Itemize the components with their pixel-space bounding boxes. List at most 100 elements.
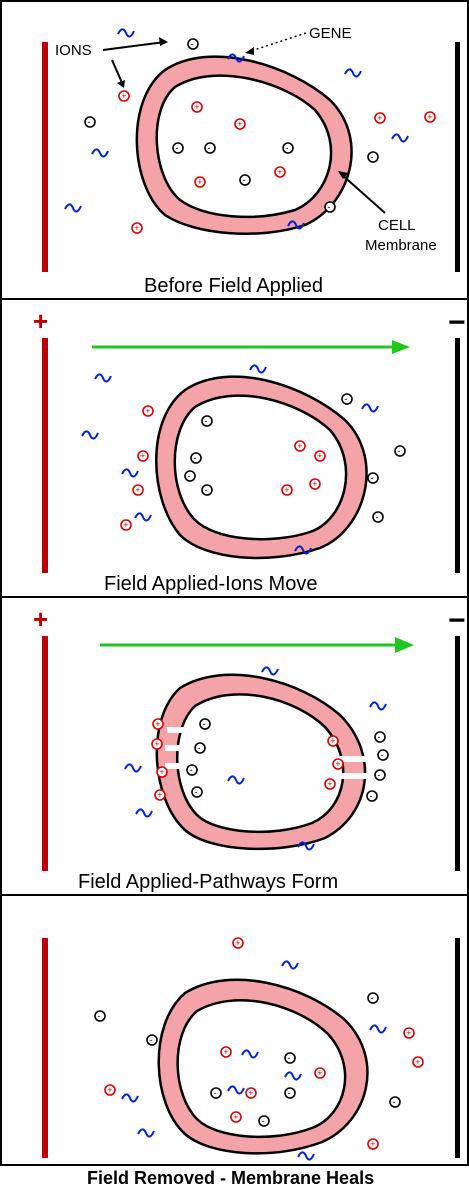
membrane-pore bbox=[340, 756, 372, 762]
gene-icon bbox=[344, 68, 362, 78]
cell bbox=[157, 978, 369, 1155]
membrane-label: Membrane bbox=[365, 237, 437, 254]
right-electrode bbox=[455, 938, 460, 1158]
negative-ion bbox=[191, 786, 203, 799]
gene-icon bbox=[117, 28, 135, 38]
right-electrode bbox=[455, 42, 460, 272]
membrane-pore bbox=[165, 763, 197, 769]
ions-pointer-2 bbox=[111, 59, 124, 86]
right-electrode bbox=[455, 338, 460, 573]
gene-icon bbox=[94, 373, 112, 383]
gene-icon bbox=[124, 763, 142, 773]
positive-ion bbox=[230, 1111, 242, 1123]
gene-icon bbox=[369, 1024, 387, 1034]
gene-icon bbox=[121, 1093, 139, 1103]
membrane-pore bbox=[165, 745, 197, 751]
ions-label: IONS bbox=[55, 42, 92, 59]
right-electrode bbox=[455, 636, 460, 871]
gene-icon bbox=[391, 133, 409, 143]
negative-ion bbox=[194, 742, 206, 755]
negative-ion bbox=[210, 1087, 222, 1099]
cell-interior bbox=[176, 693, 345, 834]
positive-ion bbox=[294, 440, 306, 453]
gene-icon bbox=[137, 1128, 155, 1138]
plus-sign: + bbox=[33, 306, 48, 336]
membrane-pore bbox=[167, 727, 197, 733]
minus-sign: − bbox=[448, 306, 466, 339]
panel-pathways-form: + − Field Applied-Pathways Form bbox=[0, 596, 469, 896]
positive-ion bbox=[132, 484, 144, 497]
negative-ion bbox=[84, 116, 96, 128]
gene-icon bbox=[281, 960, 299, 970]
negative-ion bbox=[258, 1115, 270, 1127]
arrowhead-icon bbox=[245, 47, 254, 55]
positive-ion bbox=[314, 1067, 326, 1079]
minus-sign: − bbox=[448, 604, 466, 637]
panel-ions-move: + − Field Applied-Ions Move bbox=[0, 298, 469, 598]
cell-interior bbox=[173, 394, 348, 541]
arrowhead-icon bbox=[117, 80, 125, 88]
positive-ion bbox=[412, 1056, 424, 1068]
negative-ion bbox=[341, 393, 353, 406]
positive-ion bbox=[314, 450, 326, 463]
negative-ion bbox=[372, 511, 384, 524]
negative-ion bbox=[394, 445, 406, 458]
negative-ion bbox=[146, 1034, 158, 1046]
negative-ion bbox=[201, 415, 213, 428]
gene-icon bbox=[64, 203, 82, 213]
positive-ion bbox=[327, 735, 339, 748]
cell bbox=[135, 55, 353, 235]
negative-ion bbox=[324, 201, 336, 213]
plus-sign: + bbox=[33, 604, 48, 634]
arrowhead-icon bbox=[392, 340, 410, 354]
negative-ion bbox=[239, 174, 251, 186]
ions-pointer bbox=[102, 41, 166, 51]
panel-membrane-heals: Field Removed - Membrane Heals bbox=[0, 894, 469, 1188]
positive-ion bbox=[154, 789, 166, 802]
negative-ion bbox=[172, 142, 184, 154]
positive-ion bbox=[245, 1087, 257, 1099]
gene-pointer bbox=[247, 32, 307, 53]
positive-ion bbox=[156, 766, 168, 779]
panel-border bbox=[0, 894, 469, 1166]
negative-ion bbox=[389, 1096, 401, 1108]
cell-interior bbox=[176, 999, 347, 1139]
negative-ion bbox=[282, 142, 294, 154]
positive-ion bbox=[332, 758, 344, 771]
negative-ion bbox=[367, 151, 379, 163]
positive-ion bbox=[367, 1138, 379, 1150]
panel-caption: Field Applied-Pathways Form bbox=[78, 871, 338, 893]
positive-ion bbox=[142, 405, 154, 418]
cell bbox=[155, 673, 372, 851]
negative-ion bbox=[201, 484, 213, 497]
gene-icon bbox=[121, 468, 139, 478]
negative-ion bbox=[184, 470, 196, 483]
positive-ion bbox=[234, 118, 246, 130]
arrowhead-icon bbox=[395, 637, 414, 653]
gene-icon bbox=[361, 403, 379, 413]
positive-ion bbox=[424, 111, 436, 123]
gene-icon bbox=[135, 808, 153, 818]
cell-label: CELL bbox=[378, 217, 416, 234]
left-electrode bbox=[42, 636, 48, 871]
panel-caption: Field Applied-Ions Move bbox=[104, 573, 317, 595]
positive-ion bbox=[309, 478, 321, 491]
negative-ion bbox=[366, 790, 378, 803]
positive-ion bbox=[118, 90, 130, 102]
positive-ion bbox=[194, 176, 206, 188]
gene-icon bbox=[91, 148, 109, 158]
negative-ion bbox=[204, 142, 216, 154]
negative-ion bbox=[284, 1087, 296, 1099]
gene-icon bbox=[249, 364, 267, 374]
gene-icon bbox=[297, 1151, 315, 1161]
gene-icon bbox=[134, 512, 152, 522]
left-electrode bbox=[42, 938, 48, 1158]
negative-ion bbox=[374, 769, 386, 782]
left-electrode bbox=[42, 338, 48, 573]
panel-caption: Field Removed - Membrane Heals bbox=[87, 1168, 374, 1188]
positive-ion bbox=[137, 450, 149, 463]
membrane-pointer bbox=[339, 172, 386, 214]
negative-ion bbox=[367, 472, 379, 485]
gene-label: GENE bbox=[309, 25, 352, 42]
